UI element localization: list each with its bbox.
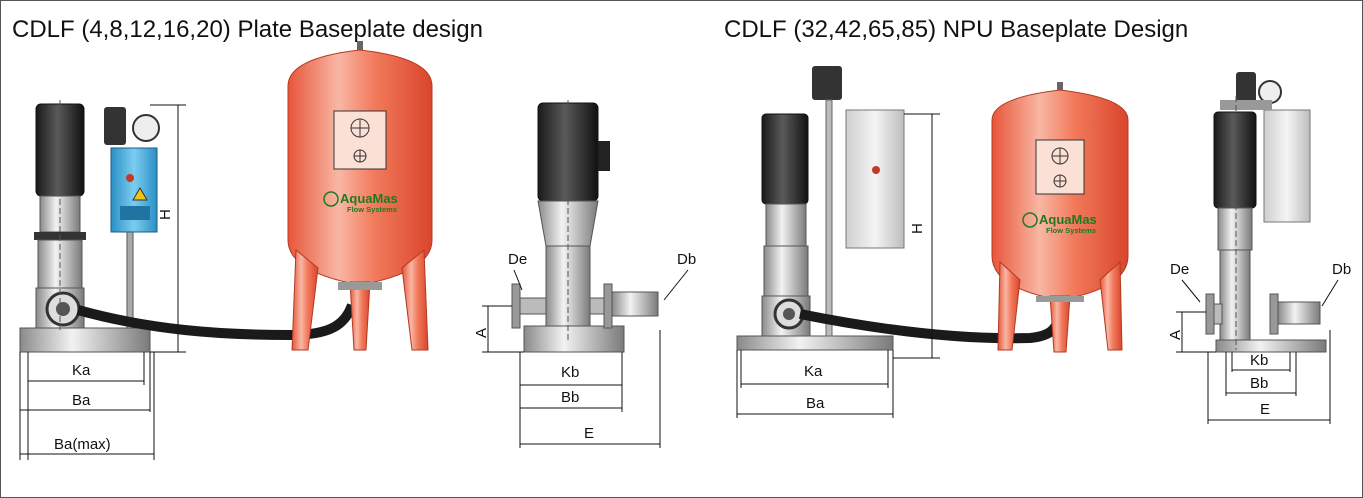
dim-E-left: E: [584, 425, 594, 442]
brand-logo-right: AquaMas Flow Systems: [1022, 212, 1097, 235]
left-hose: [76, 303, 357, 341]
right-side-bottom-dims: Kb Bb E: [1207, 330, 1331, 424]
dim-Bb-right: Bb: [1250, 375, 1268, 392]
dim-De-right: De: [1170, 261, 1189, 278]
right-title: CDLF (32,42,65,85) NPU Baseplate Design: [724, 16, 1189, 43]
brand-name-right: AquaMas: [1039, 212, 1097, 227]
left-pump-side: [511, 100, 659, 353]
dim-A-right: A: [1167, 330, 1184, 340]
right-baseplate: [736, 335, 894, 351]
dim-De-left: De: [508, 251, 527, 268]
brand-tagline-right: Flow Systems: [1046, 226, 1096, 235]
dim-E-right: E: [1260, 401, 1270, 418]
brand-tagline: Flow Systems: [347, 205, 397, 214]
dim-Ba-right: Ba: [806, 395, 825, 412]
brand-name: AquaMas: [340, 191, 398, 206]
left-baseplate: [19, 327, 151, 353]
dim-Ba-left: Ba: [72, 392, 91, 409]
dim-Db-right: Db: [1332, 261, 1351, 278]
right-hose: [799, 309, 1065, 344]
right-pump: [761, 113, 811, 337]
brand-logo: AquaMas Flow Systems: [323, 191, 398, 214]
right-bottom-dims: Ka Ba: [736, 350, 894, 418]
dim-Kb-right: Kb: [1250, 352, 1268, 369]
left-control-box: [104, 107, 160, 329]
dim-Db-left: Db: [677, 251, 696, 268]
dim-Kb-left: Kb: [561, 364, 579, 381]
left-side-bottom-dims: Kb Bb E: [519, 330, 661, 448]
right-pump-side: [1205, 72, 1327, 353]
dim-Ka-left: Ka: [72, 362, 91, 379]
left-bottom-dims: Ka Ba Ba(max): [19, 352, 155, 460]
left-tank: AquaMas Flow Systems: [287, 41, 433, 351]
left-title: CDLF (4,8,12,16,20) Plate Baseplate desi…: [12, 16, 483, 43]
right-tank: AquaMas Flow Systems: [991, 82, 1129, 353]
dim-H-right: H: [909, 223, 926, 234]
dim-H-left: H: [157, 209, 174, 220]
dim-A-left: A: [473, 328, 490, 338]
dim-Bamax-left: Ba(max): [54, 436, 111, 453]
dim-Bb-left: Bb: [561, 389, 579, 406]
dim-Ka-right: Ka: [804, 363, 823, 380]
right-control-panel: [812, 66, 905, 337]
left-pump: [34, 100, 86, 330]
